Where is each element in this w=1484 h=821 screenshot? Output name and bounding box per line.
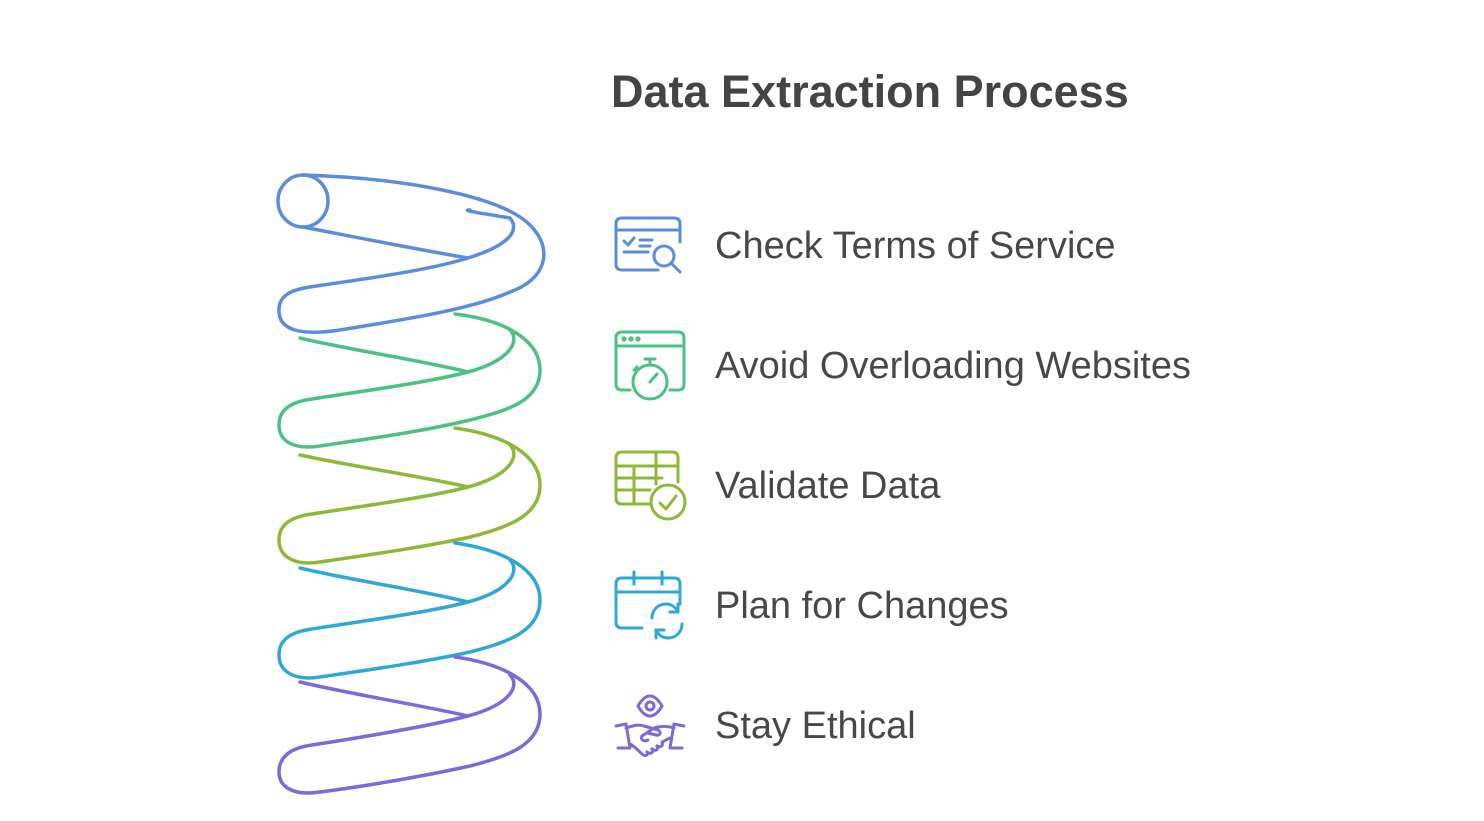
coil-segment-1 [277,173,546,334]
step-plan-for-changes: Plan for Changes [612,568,1009,644]
diagram-title: Data Extraction Process [611,66,1129,117]
spring-coil-graphic [276,173,546,795]
step-label: Validate Data [715,464,941,507]
step-check-terms: Check Terms of Service [612,208,1116,284]
coil-top-opening [276,173,330,229]
browser-search-icon [614,216,682,274]
coil-segment-2 [277,312,542,449]
browser-stopwatch-icon [614,330,686,401]
coil-segment-3 [277,426,542,565]
calendar-refresh-icon [614,570,684,640]
coil-segment-4 [277,541,542,680]
step-stay-ethical: Stay Ethical [612,688,916,764]
step-label: Check Terms of Service [715,224,1116,267]
step-label: Plan for Changes [715,584,1009,627]
coil-segment-5 [277,655,542,795]
step-label: Avoid Overloading Websites [715,344,1191,387]
step-label: Stay Ethical [715,704,916,747]
step-avoid-overloading: Avoid Overloading Websites [612,328,1191,404]
eye-handshake-icon [614,694,686,757]
table-check-icon [614,450,687,521]
step-validate-data: Validate Data [612,448,940,524]
